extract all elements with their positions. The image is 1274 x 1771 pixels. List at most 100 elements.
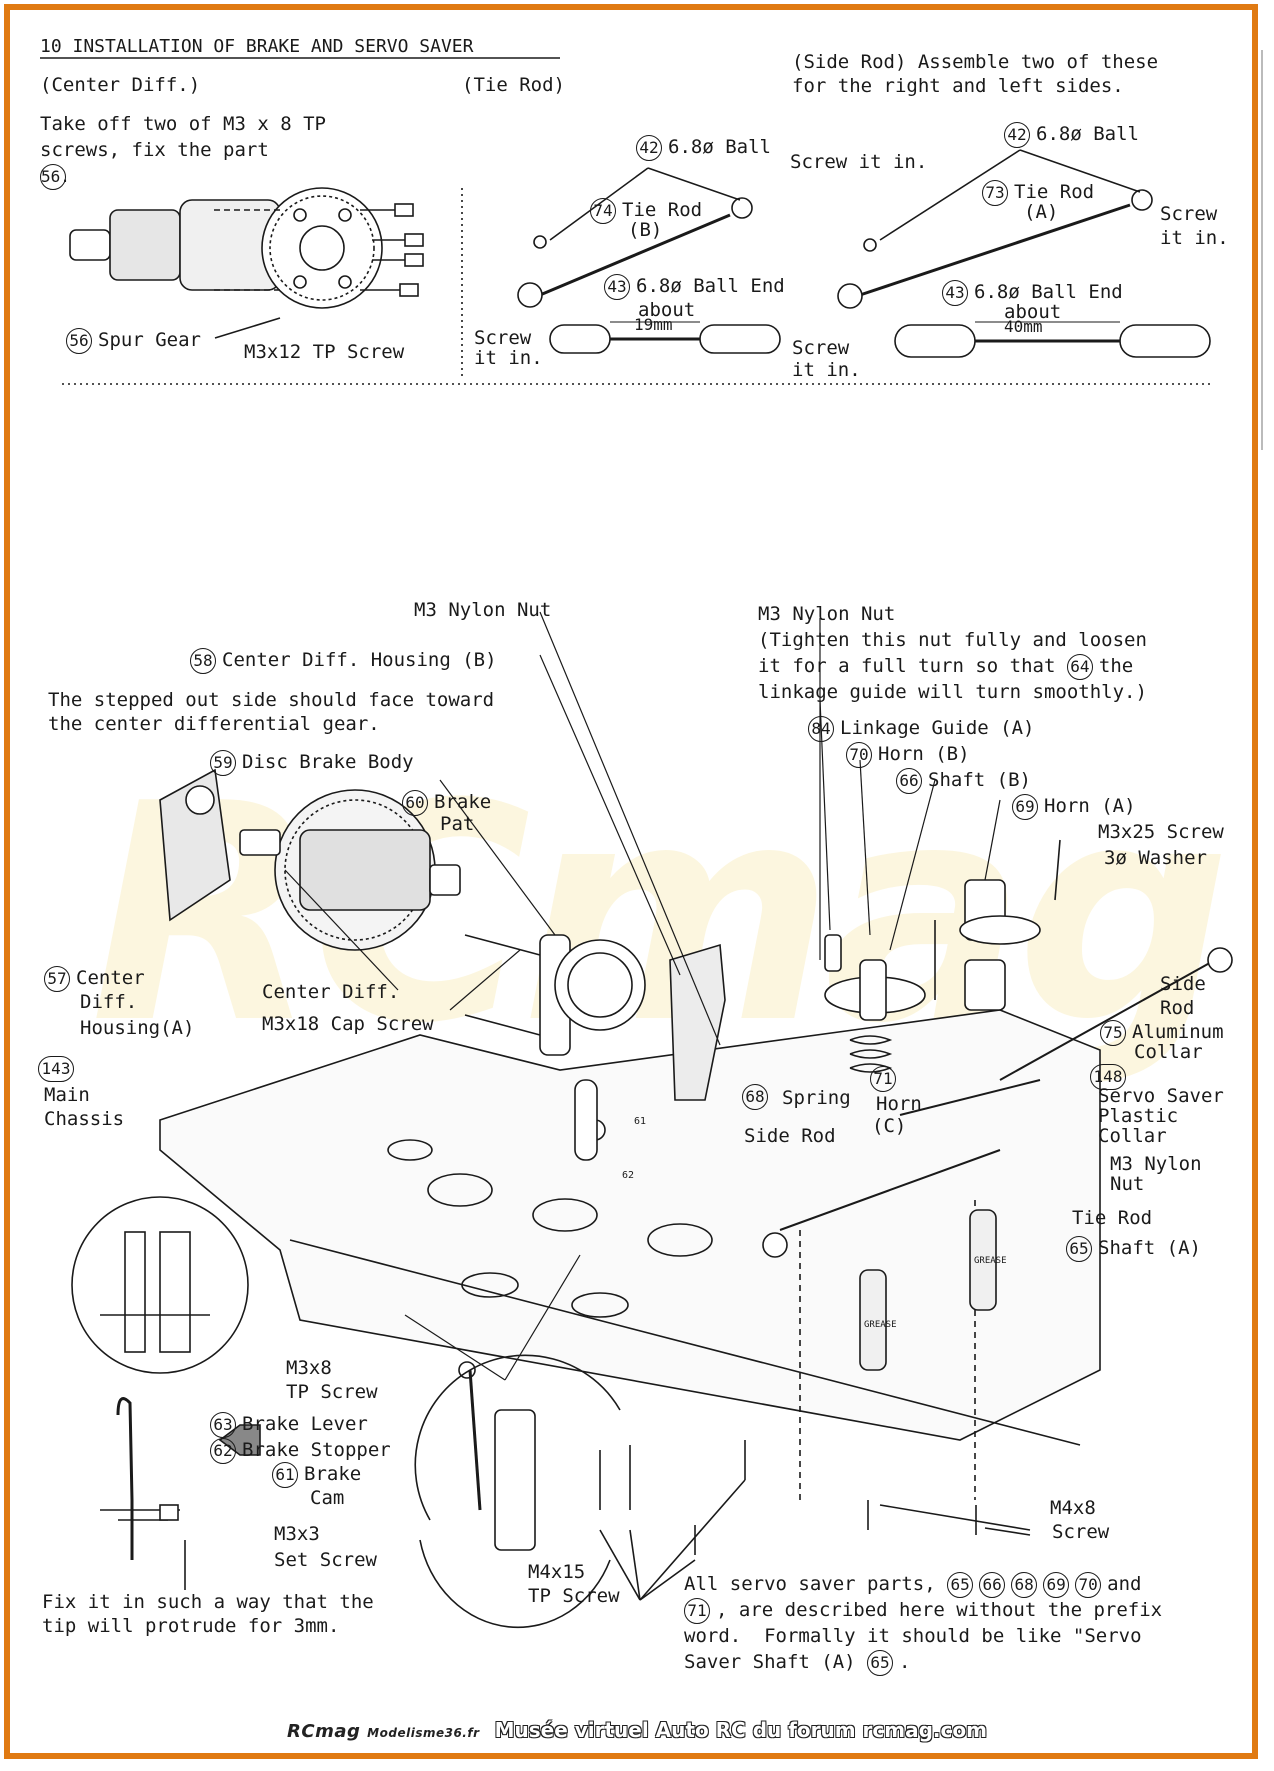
part-number: 68 [742,1084,768,1110]
m3-nylon-nut-right-1: M3 Nylon Nut [758,603,896,625]
grease-tag-2: GREASE [974,1256,1007,1266]
part-number: 63 [210,1412,236,1438]
center-diff-instruction-1: Take off two of M3 x 8 TP [40,113,326,135]
part-number: 70 [846,742,872,768]
tie-rod-b-sub: (B) [628,219,663,241]
brake-pat-label-2: Pat [440,813,475,835]
grease-tag-1: GREASE [864,1320,897,1330]
small-tag-62: 62 [622,1170,635,1181]
part-number: 61 [272,1462,298,1488]
plastic-collar-label-2: Plastic [1098,1105,1179,1127]
servo-note-end: . [899,1651,911,1673]
aluminum-collar-text: Aluminum [1132,1021,1224,1043]
part-number: 66 [979,1572,1006,1598]
m3x12-screw-label: M3x12 TP Screw [244,341,405,363]
m3-nylon-nut-right-2: (Tighten this nut fully and loosen [758,629,1147,651]
part-number: 65 [867,1650,894,1676]
tie-rod-label: (Tie Rod) [462,74,565,96]
part-number: 66 [896,768,922,794]
part-number: 56 [66,328,92,354]
part-number: 73 [982,180,1008,206]
part-number: 60 [402,790,428,816]
part-number: 148 [1090,1064,1126,1090]
stepped-note-1: The stepped out side should face toward [48,689,495,711]
servo-note-text: All servo saver parts, [684,1573,936,1595]
page-frame [4,4,1258,1759]
part-number: 74 [590,198,616,224]
part-number: 70 [1075,1572,1102,1598]
shaft-a-text: Shaft (A) [1098,1237,1201,1259]
tie-rod-main-label: Tie Rod [1072,1207,1153,1229]
nut-note-text: it for a full turn so that [758,655,1056,677]
side-rod-label-1: (Side Rod) Assemble two of these [792,51,1159,73]
tie-rod-a-text: Tie Rod [1014,181,1095,203]
spring-label: 68 [742,1084,774,1110]
part-number: 62 [210,1438,236,1464]
disc-brake-label: 59 Disc Brake Body [210,750,414,776]
part-number: 58 [190,648,216,674]
part-number: 71 [870,1066,896,1092]
m4x15-2: TP Screw [528,1585,620,1607]
ball-end-label-1: 43 6.8ø Ball End [604,274,785,300]
part-number: 59 [210,750,236,776]
part-number: 65 [947,1572,974,1598]
part-number: 71 [684,1598,710,1624]
spring-text: Spring [782,1087,851,1109]
length-19mm: 19mm [634,315,673,334]
m4x8-1: M4x8 [1050,1497,1096,1519]
brake-lever-text: Brake Lever [242,1413,368,1435]
nut-note-the: the [1098,655,1134,677]
main-chassis-label-1: Main [44,1084,90,1106]
plastic-collar-label-3: Collar [1098,1125,1167,1147]
part-number: 84 [808,716,834,742]
horn-c-label-1: Horn [876,1093,922,1115]
disc-brake-text: Disc Brake Body [242,751,414,773]
m3-nylon-nut-3a: M3 Nylon [1110,1153,1202,1175]
housing-a-label-2: Diff. [80,991,138,1013]
part-number: 42 [636,135,662,161]
screw-washer-1: M3x25 Screw [1098,821,1224,843]
side-rod-2-label: Side Rod [744,1125,836,1147]
plastic-collar-num: 148 [1090,1064,1132,1090]
stepped-note-2: the center differential gear. [48,713,380,735]
fix-note-1: Fix it in such a way that the [42,1591,374,1613]
ball-end-text: 6.8ø Ball End [974,281,1123,303]
part-number: 56. [40,164,70,190]
main-chassis-label-2: Chassis [44,1108,125,1130]
length-40mm: 40mm [1004,317,1043,336]
brake-lever-label: 63 Brake Lever [210,1412,368,1438]
spur-gear-label: 56 Spur Gear [66,328,201,354]
spur-gear-text: Spur Gear [98,329,201,351]
brake-cam-label-2: Cam [310,1487,345,1509]
tie-rod-a-illustration [837,149,1211,358]
horn-a-text: Horn (A) [1044,795,1136,817]
m3x8-tp-2: TP Screw [286,1381,378,1403]
m3-nylon-nut-3b: Nut [1110,1173,1145,1195]
m3-nylon-nut-right-4: linkage guide will turn smoothly.) [758,681,1147,703]
ball-text: 6.8ø Ball [1036,123,1139,145]
ball-end-text: 6.8ø Ball End [636,275,785,297]
housing-b-text: Center Diff. Housing (B) [222,649,497,671]
servo-note-line2: 71, are described here without the prefi… [684,1598,1162,1624]
screw-it-in-3a: Screw [792,337,850,359]
center-diff-instruction-2: screws, fix the part [40,139,269,161]
m4x15-1: M4x15 [528,1561,586,1583]
footer-caption: RCmag Modelisme36.fr Musée virtuel Auto … [0,1718,1274,1754]
part-number: 143 [38,1056,74,1082]
screw-it-in-3b: it in. [792,359,861,381]
rcmag-logo: RCmag Modelisme36.fr [287,1721,479,1742]
part-number: 69 [1043,1572,1070,1598]
brake-assembly-illustration [159,768,726,1161]
part-number: 43 [604,274,630,300]
brake-stopper-text: Brake Stopper [242,1439,391,1461]
plastic-collar-label-1: Servo Saver [1098,1085,1224,1107]
